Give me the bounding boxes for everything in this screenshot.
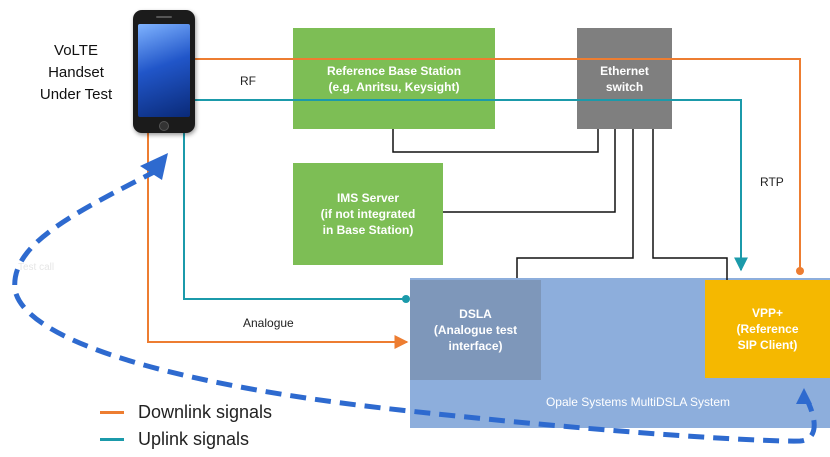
bs-to-switch-link (392, 129, 599, 153)
downlink-lines (147, 58, 801, 349)
ethernet-switch-box: Ethernet switch (577, 28, 672, 129)
rf-label: RF (240, 74, 256, 88)
analogue-uplink-line (183, 133, 406, 300)
analogue-downlink-line (147, 130, 409, 349)
test-call-arrowhead-end (796, 388, 812, 404)
rf-downlink-line (194, 58, 801, 270)
vpp-to-switch-link (652, 129, 728, 280)
rf-uplink-line (194, 99, 748, 272)
legend-downlink-swatch (100, 410, 124, 414)
rtp-label: RTP (760, 175, 784, 189)
test-call-arrowhead-start (140, 153, 168, 180)
uplink-lines (183, 99, 748, 300)
legend-downlink: Downlink signals (100, 401, 272, 423)
ims-to-switch-link (443, 129, 616, 213)
vpp-box: VPP+ (Reference SIP Client) (705, 280, 830, 378)
base-station-label: Reference Base Station (e.g. Anritsu, Ke… (326, 63, 462, 94)
phone-speaker-icon (156, 16, 172, 18)
phone-screen (138, 24, 190, 117)
ethernet-switch-label: Ethernet switch (600, 63, 649, 94)
legend-downlink-label: Downlink signals (138, 401, 273, 422)
legend-uplink-swatch (100, 437, 124, 441)
ethernet-links (392, 129, 728, 280)
handset-label: VoLTE Handset Under Test (39, 42, 113, 103)
test-call-loop (12, 167, 817, 444)
vpp-label: VPP+ (Reference SIP Client) (736, 306, 799, 352)
phone-home-button-icon (159, 121, 169, 131)
legend-uplink: Uplink signals (100, 428, 249, 450)
legend-uplink-label: Uplink signals (138, 428, 250, 449)
dsla-uplink-connector (402, 295, 410, 303)
analogue-label: Analogue (243, 316, 294, 330)
smartphone-icon (133, 10, 195, 133)
dsla-box: DSLA (Analogue test interface) (410, 280, 541, 380)
vpp-rtp-connector (796, 267, 804, 275)
faded-test-call-label: Test call (18, 262, 55, 273)
ims-server-box: IMS Server (if not integrated in Base St… (293, 163, 443, 265)
dsla-label: DSLA (Analogue test interface) (433, 307, 518, 353)
dsla-to-switch-link (516, 129, 634, 278)
base-station-box: Reference Base Station (e.g. Anritsu, Ke… (293, 28, 495, 129)
ims-server-label: IMS Server (if not integrated in Base St… (320, 191, 416, 237)
opale-system-label: Opale Systems MultiDSLA System (545, 395, 730, 409)
